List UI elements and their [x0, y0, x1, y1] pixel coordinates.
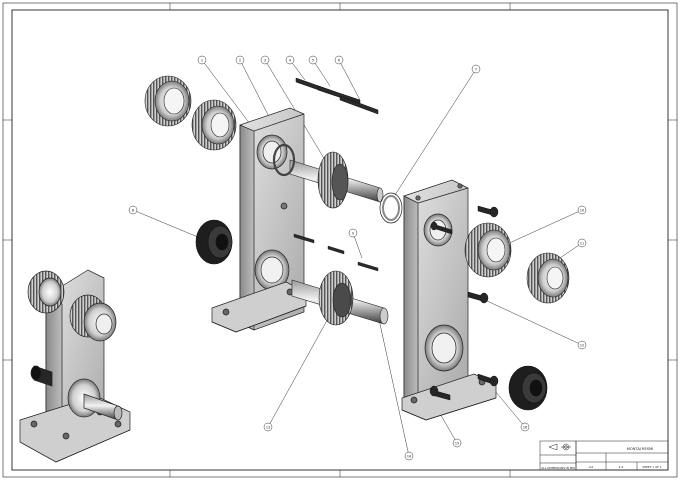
svg-text:10: 10: [580, 208, 584, 212]
balloon-item: 7: [471, 64, 481, 74]
balloon-item: 9: [348, 228, 358, 238]
title-block-scale: 1:2: [619, 465, 624, 469]
svg-text:15: 15: [455, 441, 459, 445]
balloon-item: 3: [260, 55, 270, 65]
svg-text:11: 11: [580, 241, 584, 245]
item-balloons: 1 2 3 4 5 6 7 8 9 10 11 12 13 14 15 16: [128, 55, 587, 461]
title-block-size: A4: [589, 465, 593, 469]
spacer-ring: [379, 192, 403, 224]
svg-text:8: 8: [132, 208, 134, 212]
seal-cap-right: [508, 365, 548, 411]
bearing-right-a: [464, 222, 512, 278]
svg-text:2: 2: [239, 58, 241, 62]
balloon-item: 15: [452, 438, 462, 448]
shaft-keys: [295, 77, 379, 115]
upper-shaft-gear: [272, 143, 384, 209]
bolts: [429, 205, 499, 401]
title-block-sheet: SHEET 1 OF 1: [642, 465, 661, 469]
svg-text:13: 13: [266, 425, 270, 429]
balloon-item: 11: [577, 238, 587, 248]
small-keys: [293, 233, 379, 272]
svg-text:7: 7: [475, 67, 477, 71]
title-block: [539, 440, 669, 471]
balloon-item: 14: [404, 451, 414, 461]
balloon-item: 6: [334, 55, 344, 65]
svg-text:4: 4: [289, 58, 291, 62]
bearing-right-b: [526, 252, 570, 304]
svg-text:16: 16: [523, 425, 527, 429]
balloon-item: 1: [197, 55, 207, 65]
housing-plate-left: [211, 107, 307, 333]
projection-symbol-icon: [548, 443, 571, 451]
balloon-item: 2: [235, 55, 245, 65]
bearing-upper-left: [144, 75, 192, 127]
balloon-item: 16: [520, 422, 530, 432]
balloon-item: 13: [263, 422, 273, 432]
seal-cap-left: [195, 219, 233, 265]
assembled-view: [19, 269, 131, 463]
balloon-item: 5: [308, 55, 318, 65]
svg-text:14: 14: [407, 454, 411, 458]
svg-text:3: 3: [264, 58, 266, 62]
bearing-lower-left: [191, 99, 237, 151]
svg-text:1: 1: [201, 58, 203, 62]
svg-text:6: 6: [338, 58, 340, 62]
svg-text:5: 5: [312, 58, 314, 62]
balloon-item: 8: [128, 205, 138, 215]
svg-text:9: 9: [352, 231, 354, 235]
balloon-item: 4: [285, 55, 295, 65]
svg-text:12: 12: [580, 343, 584, 347]
title-block-title: MONTAJ RESMI: [627, 447, 653, 451]
balloon-item: 12: [577, 340, 587, 350]
lower-shaft-gear: [291, 270, 389, 326]
title-block-note: ALL DIMENSIONS IN MM: [541, 466, 575, 470]
balloon-item: 10: [577, 205, 587, 215]
